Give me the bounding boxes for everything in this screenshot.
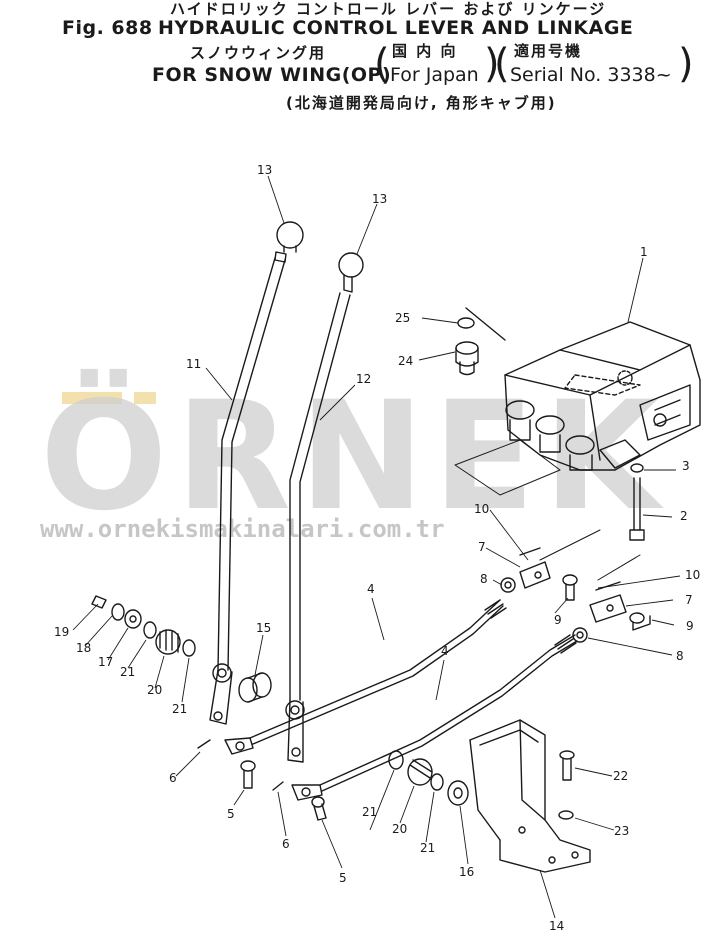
watermark-accent-right <box>134 392 156 404</box>
region-japanese: 国 内 向 <box>392 42 458 60</box>
callout-7-upper: 7 <box>478 540 486 554</box>
knob-13-right <box>338 252 364 293</box>
bolt-22 <box>559 750 575 781</box>
clevis-7-upper <box>519 561 551 589</box>
watermark-brand: ÖRNEK <box>40 368 667 544</box>
callout-labels: 1 2 3 4 4 5 5 6 6 7 7 8 8 9 9 10 10 11 1… <box>54 163 700 933</box>
pin-9-lower <box>629 612 651 631</box>
callout-24: 24 <box>398 354 413 368</box>
callout-14: 14 <box>549 919 564 933</box>
callout-13-right: 13 <box>372 192 387 206</box>
callout-15: 15 <box>256 621 271 635</box>
callout-5-left: 5 <box>227 807 235 821</box>
cotter-pin-10-lower <box>595 581 621 591</box>
callout-20-left: 20 <box>147 683 162 697</box>
callout-5-right: 5 <box>339 871 347 885</box>
callout-21-c: 21 <box>362 805 377 819</box>
callout-3: 3 <box>682 459 690 473</box>
lever-11 <box>209 251 287 725</box>
clevis-7-lower <box>589 594 627 623</box>
linkage-guide-upper <box>454 439 561 496</box>
title-japanese: ハイドロリック コントロール レバー および リンケージ <box>170 0 607 18</box>
callout-2: 2 <box>680 509 688 523</box>
bolt-2 <box>629 477 645 541</box>
callout-8-lower: 8 <box>676 649 684 663</box>
callout-25: 25 <box>395 311 410 325</box>
nut-8-upper <box>500 577 516 593</box>
callout-13-left: 13 <box>257 163 272 177</box>
callout-19: 19 <box>54 625 69 639</box>
diagram-title: HYDRAULIC CONTROL LEVER AND LINKAGE <box>158 17 634 39</box>
callout-20-right: 20 <box>392 822 407 836</box>
diagram-subtitle: FOR SNOW WING(OP) <box>152 64 392 86</box>
callout-10-lower: 10 <box>685 568 700 582</box>
callout-8-upper: 8 <box>480 572 488 586</box>
callout-21-a: 21 <box>120 665 135 679</box>
callout-12: 12 <box>356 372 371 386</box>
washer-23 <box>558 810 574 820</box>
cotter-pin-6-left <box>197 739 211 749</box>
serial-label: Serial No. 3338~ <box>510 64 672 86</box>
linkage-guide-lower <box>539 529 641 581</box>
serial-japanese: 適用号機 <box>514 42 583 60</box>
paren-open-serial: ( <box>494 41 510 87</box>
leader-lines <box>72 175 681 919</box>
watermark-accent-left <box>62 392 122 404</box>
region-label: For Japan <box>390 64 479 86</box>
paren-open-region: ( <box>374 41 390 87</box>
o-ring-25 <box>457 317 475 329</box>
callout-21-d: 21 <box>420 841 435 855</box>
callout-4-upper: 4 <box>367 582 375 596</box>
bracket-14 <box>469 719 591 873</box>
callout-11: 11 <box>186 357 201 371</box>
pin-5-right <box>311 796 327 821</box>
callout-18: 18 <box>76 641 91 655</box>
callout-6-left: 6 <box>169 771 177 785</box>
callout-16: 16 <box>459 865 474 879</box>
note-japanese: (北海道開発局向け, 角形キャブ用) <box>286 94 557 112</box>
hardware-stack-left <box>91 595 196 657</box>
watermark-url: www.ornekismakinalari.com.tr <box>40 515 445 543</box>
subtitle-japanese: スノウウィング用 <box>190 44 327 62</box>
callout-22: 22 <box>613 769 628 783</box>
callout-9-lower: 9 <box>686 619 694 633</box>
cotter-pin-6-right <box>272 781 284 791</box>
callout-17: 17 <box>98 655 113 669</box>
pin-9-upper <box>562 574 578 601</box>
rod-4-upper <box>224 599 507 755</box>
bushing-15 <box>238 672 272 703</box>
hardware-stack-right <box>388 750 469 806</box>
callout-21-b: 21 <box>172 702 187 716</box>
callout-9-upper: 9 <box>554 613 562 627</box>
callout-6-right: 6 <box>282 837 290 851</box>
watermark: ÖRNEK www.ornekismakinalari.com.tr <box>40 368 667 544</box>
callout-1: 1 <box>640 245 648 259</box>
leader-25-to-valve <box>465 307 506 341</box>
nut-8-lower <box>572 627 588 643</box>
washer-3 <box>630 463 644 473</box>
callout-23: 23 <box>614 824 629 838</box>
callout-7-lower: 7 <box>685 593 693 607</box>
pin-5-left <box>240 760 256 789</box>
plug-24 <box>455 341 479 376</box>
fig-number: Fig. 688 <box>62 17 153 39</box>
paren-close-serial: ) <box>678 41 694 87</box>
callout-10-upper: 10 <box>474 502 489 516</box>
paren-close-region: ) <box>484 41 500 87</box>
callout-4-lower: 4 <box>441 644 449 658</box>
knob-13-left <box>276 221 304 253</box>
